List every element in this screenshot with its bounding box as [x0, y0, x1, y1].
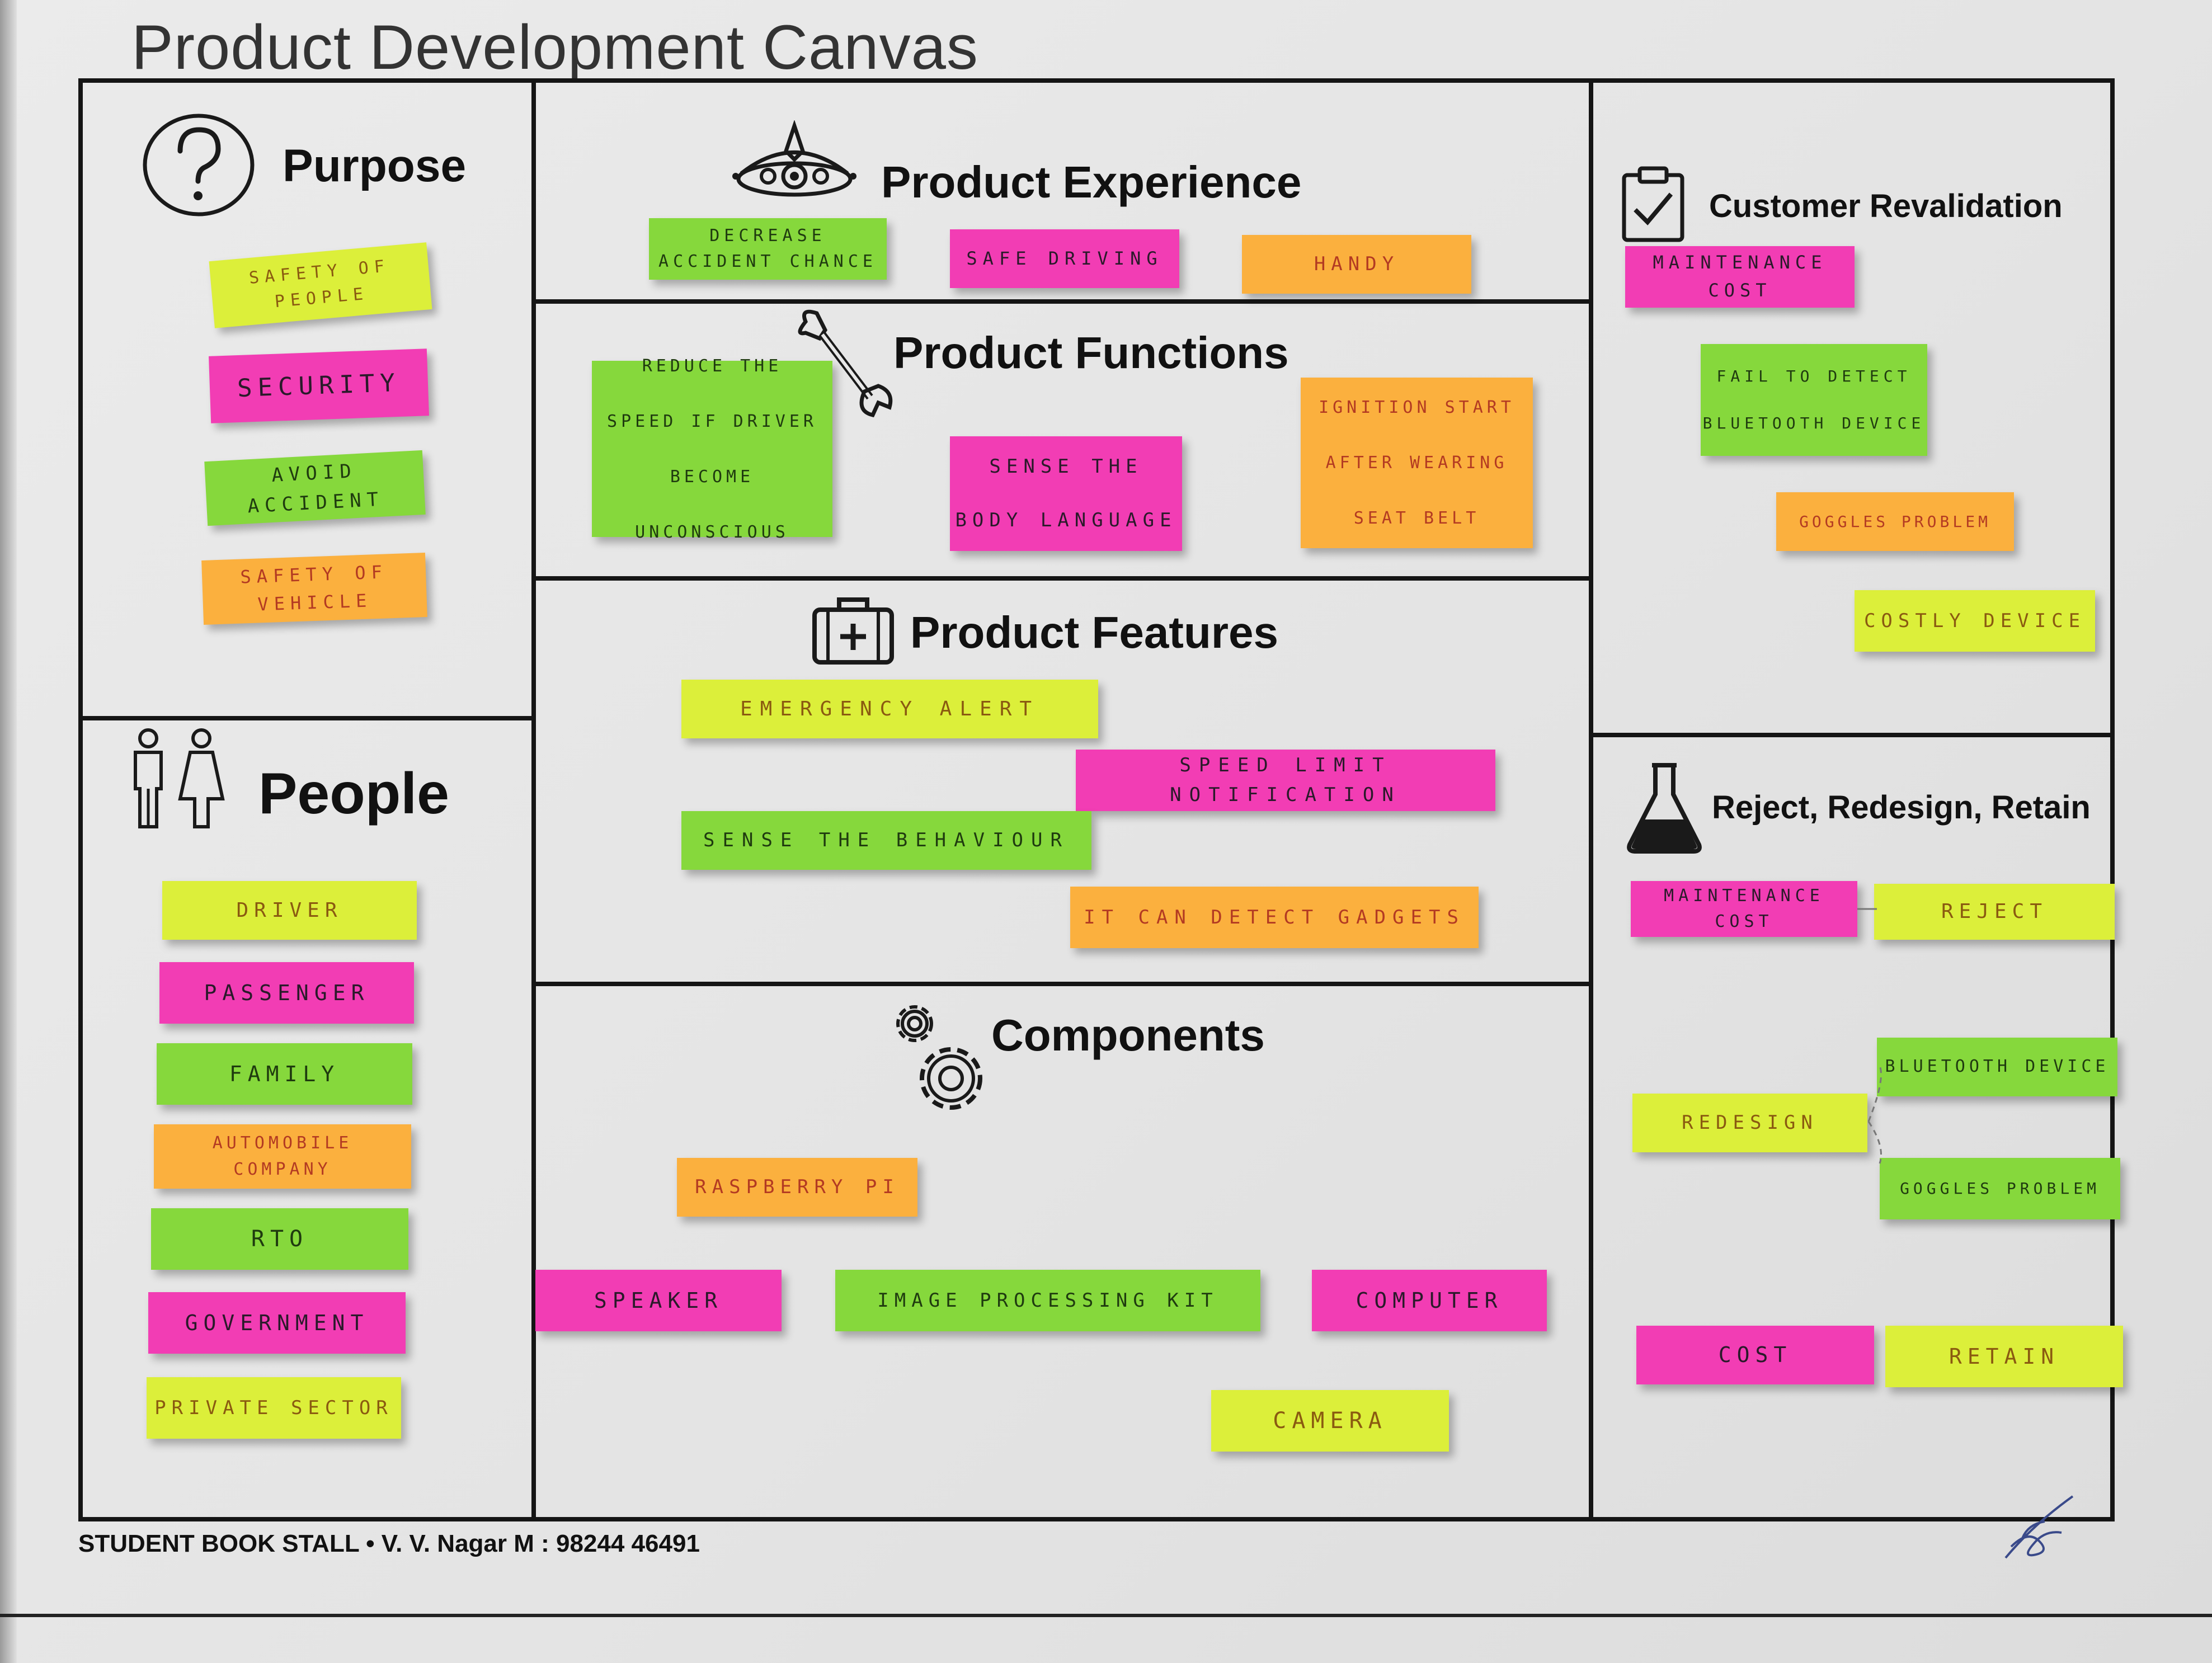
note-reject: Reject — [1874, 884, 2115, 940]
product-features-title: Product Features — [910, 607, 1278, 657]
divider-left — [531, 78, 536, 1521]
note-camera: Camera — [1211, 1390, 1449, 1452]
note-bluetooth-device: Bluetooth device — [1877, 1038, 2117, 1096]
canvas-frame — [78, 78, 2115, 1521]
divider-experience-functions — [531, 299, 1590, 304]
note-handy: Handy — [1242, 235, 1471, 294]
note-raspberry-pi: Raspberry pi — [677, 1158, 917, 1217]
customer-revalidation-title: Customer Revalidation — [1709, 188, 2063, 224]
divider-right — [1589, 78, 1593, 1521]
divider-features-components — [531, 982, 1590, 986]
note-speed-limit-notification: Speed limit notification — [1076, 750, 1495, 811]
note-speaker: Speaker — [535, 1270, 782, 1331]
bottom-rule — [0, 1614, 2212, 1617]
purpose-title: Purpose — [283, 140, 467, 191]
note-rrr-maintenance-cost: Maintenance cost — [1631, 881, 1857, 937]
sheet-shadow — [0, 0, 17, 1663]
signature — [2004, 1495, 2074, 1559]
note-family: Family — [157, 1043, 412, 1105]
note-cost: Cost — [1636, 1326, 1874, 1384]
note-emergency-alert: Emergency alert — [681, 680, 1098, 738]
note-driver: Driver — [162, 881, 417, 940]
people-title: People — [258, 761, 449, 826]
first-aid-kit-icon — [812, 597, 894, 665]
note-automobile-company: Automobile company — [154, 1124, 411, 1189]
note-safety-of-vehicle: Safety of vehicle — [201, 553, 427, 625]
divider-functions-features — [531, 576, 1590, 581]
note-computer: Computer — [1312, 1270, 1547, 1331]
note-sense-body-language: Sense the body language — [950, 436, 1182, 551]
clipboard-check-icon — [1622, 166, 1684, 242]
note-detect-gadgets: It can detect gadgets — [1070, 887, 1479, 948]
question-mark-icon — [143, 114, 255, 216]
note-reduce-speed: Reduce the speed if driver become uncons… — [592, 356, 832, 542]
gears-icon — [896, 1005, 982, 1110]
note-sense-the-behaviour: Sense the behaviour — [681, 811, 1091, 870]
note-decrease-accident-chance: Decrease accident chance — [649, 218, 887, 280]
note-retain: Retain — [1885, 1326, 2123, 1387]
crown-icon — [732, 120, 856, 197]
note-avoid-accident: Avoid accident — [204, 450, 426, 526]
product-experience-title: Product Experience — [881, 157, 1302, 207]
footer-publisher: STUDENT BOOK STALL • V. V. Nagar M : 982… — [78, 1530, 700, 1557]
divider-purpose-people — [78, 716, 533, 720]
note-redesign: Redesign — [1632, 1094, 1867, 1152]
components-title: Components — [991, 1010, 1265, 1060]
note-passenger: Passenger — [159, 962, 414, 1024]
divider-revalidation-reject — [1589, 733, 2115, 737]
note-cr-costly-device: Costly device — [1855, 590, 2095, 652]
note-goggles-problem: Goggles problem — [1880, 1158, 2120, 1219]
note-government: Government — [148, 1292, 406, 1354]
connector-lines — [1857, 908, 1882, 1164]
note-cr-maintenance-cost: Maintenance cost — [1625, 246, 1855, 308]
note-security: Security — [209, 348, 429, 423]
flask-icon — [1627, 763, 1702, 854]
note-safe-driving: Safe driving — [950, 229, 1179, 288]
reject-redesign-retain-title: Reject, Redesign, Retain — [1712, 789, 2091, 826]
note-image-processing-kit: Image processing kit — [835, 1270, 1260, 1331]
wrench-icon — [798, 309, 893, 418]
product-functions-title: Product Functions — [893, 328, 1289, 378]
note-cr-fail-to-detect: Fail to detect bluetooth device — [1701, 344, 1927, 456]
note-private-sector: Private sector — [147, 1377, 401, 1439]
note-rto: RTO — [151, 1208, 408, 1270]
people-icon — [134, 728, 225, 828]
note-ignition-start: Ignition start after wearing seat belt — [1301, 378, 1533, 548]
note-cr-goggles-problem: Goggles problem — [1776, 492, 2014, 551]
canvas-title: Product Development Canvas — [131, 12, 978, 82]
